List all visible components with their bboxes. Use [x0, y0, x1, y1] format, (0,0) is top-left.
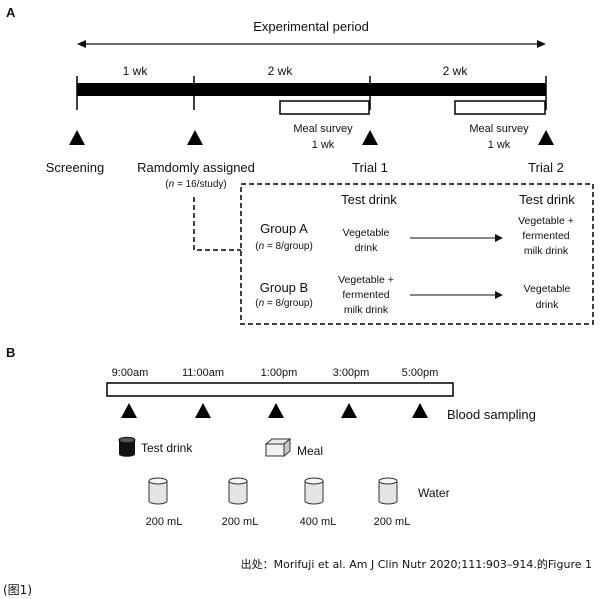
- trial2-label: Trial 2: [528, 160, 564, 175]
- water-cup-4-icon: [378, 477, 398, 505]
- randomization-connector: [193, 197, 241, 251]
- water-volume-2: 200 mL: [222, 516, 259, 528]
- blood-sampling-label: Blood sampling: [447, 407, 536, 422]
- triangle-randomized-icon: [187, 130, 203, 145]
- randomly-assigned-n: (n = 16/study): [165, 179, 226, 190]
- meal-survey-box-1: [279, 100, 370, 115]
- group-a-name: Group A: [260, 221, 308, 236]
- time-label-0900: 9:00am: [112, 367, 149, 379]
- meal-label: Meal: [297, 444, 323, 458]
- time-label-1500: 3:00pm: [333, 367, 370, 379]
- test-drink-header-trial1: Test drink: [341, 192, 397, 207]
- group-a-trial2-drink-line1: Vegetable +: [518, 215, 574, 227]
- timeline-bar: [77, 83, 546, 96]
- meal-survey-1-line1: Meal survey: [293, 123, 353, 135]
- water-cup-2-icon: [228, 477, 248, 505]
- day-timeline-bar: [106, 382, 454, 397]
- test-drink-cup-icon: [118, 436, 136, 457]
- segment-label-2: 2 wk: [268, 64, 294, 78]
- segment-label-3: 2 wk: [443, 64, 469, 78]
- triangle-trial1-icon: [362, 130, 378, 145]
- group-b-name: Group B: [260, 280, 308, 295]
- experimental-period-label: Experimental period: [253, 19, 369, 34]
- blood-sampling-triangle-2-icon: [195, 403, 211, 418]
- water-cup-3-icon: [304, 477, 324, 505]
- triangle-screening-icon: [69, 130, 85, 145]
- group-b-trial1-drink-line2: fermented: [342, 289, 389, 301]
- screening-label: Screening: [46, 160, 105, 175]
- meal-box-icon: [264, 437, 292, 458]
- segment-label-1: 1 wk: [123, 64, 149, 78]
- group-a-trial2-drink-line2: fermented: [522, 230, 569, 242]
- group-a-trial1-drink-line1: Vegetable: [343, 227, 390, 239]
- groups-dashed-box: [240, 183, 594, 325]
- water-volume-4: 200 mL: [374, 516, 411, 528]
- meal-survey-1-line2: 1 wk: [312, 139, 335, 151]
- group-b-n: (n = 8/group): [255, 298, 313, 309]
- test-drink-label: Test drink: [141, 441, 193, 455]
- group-a-trial1-drink-line2: drink: [355, 242, 379, 254]
- time-label-1100: 11:00am: [182, 367, 224, 379]
- source-citation: 出处：Morifuji et al. Am J Clin Nutr 2020;1…: [241, 557, 592, 571]
- trial1-label: Trial 1: [352, 160, 388, 175]
- group-b-trial2-drink-line2: drink: [536, 299, 560, 311]
- time-label-1300: 1:00pm: [261, 367, 298, 379]
- group-b-trial1-drink-line3: milk drink: [344, 304, 389, 316]
- blood-sampling-triangle-3-icon: [268, 403, 284, 418]
- panel-b-label: B: [6, 345, 15, 360]
- water-volume-3: 400 mL: [300, 516, 337, 528]
- figure-caption: (图1): [3, 583, 32, 597]
- group-b-trial2-drink-line1: Vegetable: [524, 283, 571, 295]
- water-label: Water: [418, 486, 450, 500]
- blood-sampling-triangle-4-icon: [341, 403, 357, 418]
- meal-survey-box-2: [454, 100, 546, 115]
- experimental-period-arrowhead-right: [537, 40, 546, 48]
- water-cup-1-icon: [148, 477, 168, 505]
- group-a-trial2-drink-line3: milk drink: [524, 245, 569, 257]
- triangle-trial2-icon: [538, 130, 554, 145]
- panel-a-label: A: [6, 5, 16, 20]
- water-volume-1: 200 mL: [146, 516, 183, 528]
- test-drink-header-trial2: Test drink: [519, 192, 575, 207]
- group-b-trial1-drink-line1: Vegetable +: [338, 274, 394, 286]
- blood-sampling-triangle-5-icon: [412, 403, 428, 418]
- time-label-1700: 5:00pm: [402, 367, 439, 379]
- meal-survey-2-line2: 1 wk: [488, 139, 511, 151]
- experimental-period-arrowhead-left: [77, 40, 86, 48]
- meal-survey-2-line1: Meal survey: [469, 123, 529, 135]
- group-a-n: (n = 8/group): [255, 241, 313, 252]
- randomly-assigned-label: Ramdomly assigned: [137, 160, 255, 175]
- blood-sampling-triangle-1-icon: [121, 403, 137, 418]
